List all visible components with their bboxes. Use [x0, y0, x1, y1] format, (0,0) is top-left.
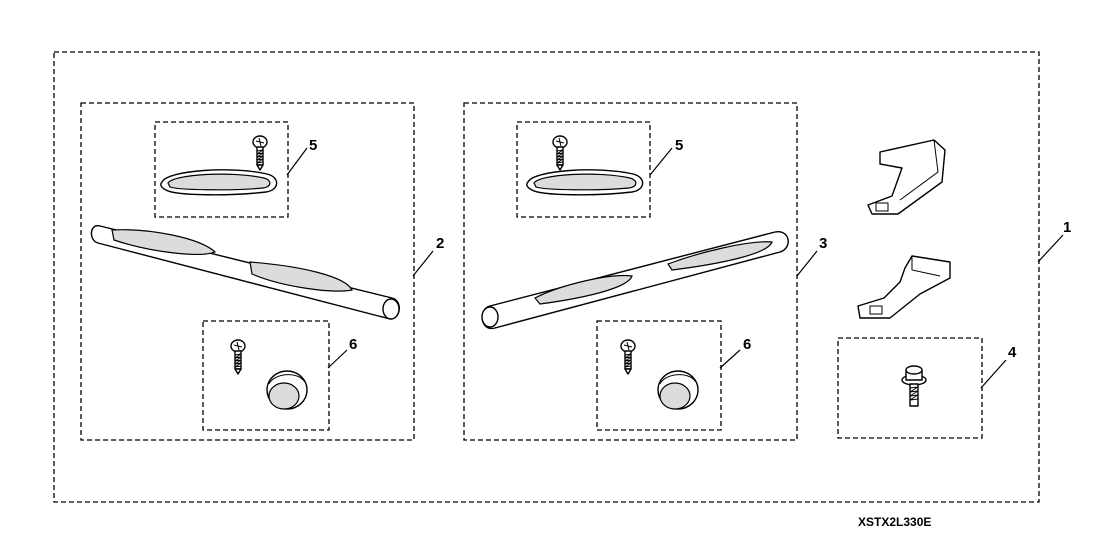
- end-cap-icon: [266, 370, 308, 410]
- screw-icon: [252, 135, 268, 171]
- callout-leader: [286, 147, 308, 176]
- callout-leader: [327, 349, 348, 369]
- callout-leader: [649, 147, 673, 176]
- step-bar-left-icon: [90, 225, 400, 320]
- callout-leader: [1037, 234, 1064, 263]
- step-pad-icon: [526, 169, 644, 196]
- step-bar-right-icon: [481, 231, 789, 330]
- mounting-bracket-icon: [867, 139, 946, 215]
- right-pad-outline: [516, 121, 651, 218]
- callout-leader: [796, 250, 818, 277]
- right-cap-outline: [596, 320, 722, 431]
- callout-bracket-bolts: 4: [1008, 344, 1017, 361]
- screw-icon: [620, 339, 636, 375]
- callout-end-cap-left: 6: [349, 336, 357, 353]
- left-pad-outline: [154, 121, 289, 218]
- kit-outline: [53, 51, 1040, 503]
- callout-leader: [980, 359, 1007, 389]
- left-cap-outline: [202, 320, 330, 431]
- screw-icon: [552, 135, 568, 171]
- callout-right-step-bar-set: 3: [819, 235, 827, 252]
- callout-step-pad-left: 5: [309, 137, 317, 154]
- callout-end-cap-right: 6: [743, 336, 751, 353]
- bolt-outline: [837, 337, 983, 439]
- bolt-icon: [901, 365, 927, 407]
- callout-leader: [719, 349, 741, 369]
- screw-icon: [230, 339, 246, 375]
- step-pad-icon: [160, 169, 278, 196]
- drawing-code: XSTX2L330E: [858, 515, 931, 529]
- callout-leader: [412, 250, 434, 277]
- callout-kit: 1: [1063, 219, 1071, 236]
- callout-step-pad-right: 5: [675, 137, 683, 154]
- callout-left-step-bar-set: 2: [436, 235, 444, 252]
- left-set-outline: [80, 102, 415, 441]
- end-cap-icon: [657, 370, 699, 410]
- right-set-outline: [463, 102, 798, 441]
- mounting-bracket-icon: [857, 255, 951, 319]
